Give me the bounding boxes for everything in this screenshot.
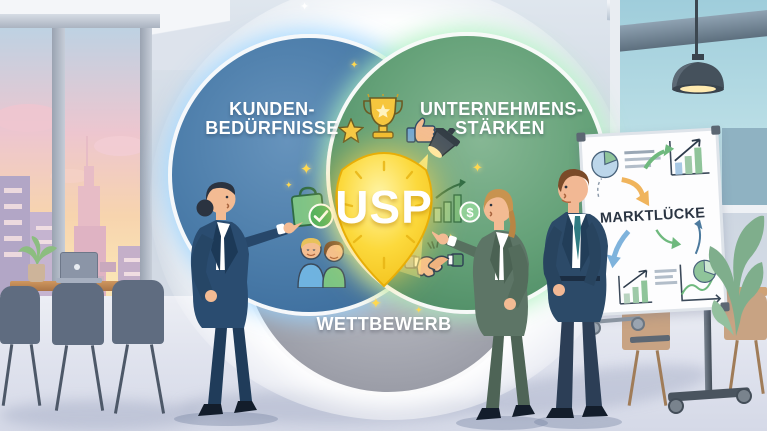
window-top-frame [0,14,160,28]
sparkle-icon: ✦ [350,60,359,71]
plant-pot [28,264,45,282]
plant-icon [708,215,765,336]
label-customer-needs-line2: BEDÜRFNISSE [205,117,339,138]
label-company-strengths: UNTERNEHMENS- STÄRKEN [420,99,584,138]
whiteboard-wheel [668,398,684,414]
label-customer-needs: KUNDEN- BEDÜRFNISSE [192,100,352,138]
growth-bars-icon: $ [433,179,480,223]
right-window-frame [610,0,620,208]
label-company-strengths-line2: STÄRKEN [455,117,545,138]
sparkle-icon: ✦ [300,1,310,13]
label-customer-needs-line1: KUNDEN- [229,99,315,119]
svg-text:$: $ [466,205,474,220]
person-man-right [534,168,622,429]
sparkle-icon: ✦ [472,160,483,175]
sparkle-icon: ✦ [415,305,423,315]
chair [112,280,164,344]
whiteboard: MARKTLÜCKE [576,125,730,319]
desk-plant-icon [18,236,57,266]
pendant-lamp-icon [672,54,724,94]
customers-icon [297,238,346,288]
star-icon [338,118,364,143]
laptop-base [56,278,102,283]
window-building-silhouette [722,128,767,208]
whiteboard-wheel [736,388,752,404]
label-company-strengths-line1: UNTERNEHMENS- [420,99,584,119]
window-frame-right [140,26,152,332]
trophy-icon [363,94,403,139]
sparkle-icon: ✦ [300,161,313,178]
person-woman-middle [432,188,548,430]
sparkle-icon: ✦ [370,295,382,311]
person-woman-left [174,182,303,426]
chair [0,286,40,344]
laptop-logo-dot [74,264,80,270]
chair [52,283,104,345]
usp-label: USP [335,181,433,233]
pendant-lamp-cord [695,0,698,56]
label-competition: WETTBEWERB [316,314,452,334]
usp-shield-icon [335,152,433,288]
whiteboard-sketches [591,138,722,305]
spotlight-icon [427,128,460,158]
sparkle-icon: ✦ [285,180,293,190]
check-circle-icon [308,203,334,229]
